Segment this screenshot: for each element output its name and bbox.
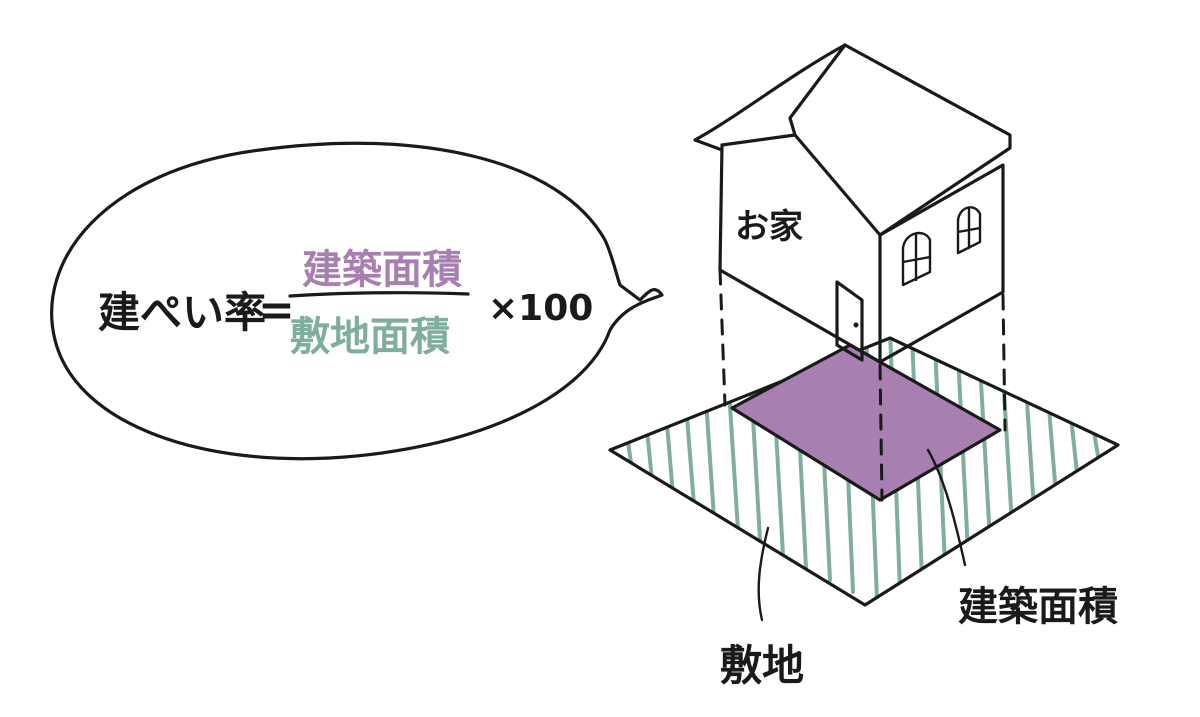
formula-lhs: 建ぺい率 <box>98 288 266 337</box>
building-footprint <box>730 343 1002 502</box>
formula-multiplier: ×100 <box>488 288 593 329</box>
site-leader-line <box>757 526 770 622</box>
house-door <box>835 280 864 362</box>
formula-equals: = <box>258 285 295 336</box>
projection-lines <box>718 268 1007 502</box>
fraction-bar <box>288 291 470 298</box>
site-label: 敷地 <box>720 641 804 690</box>
house-front-wall <box>718 143 882 364</box>
house: お家 <box>693 43 1012 364</box>
house-side-wall <box>878 163 1005 364</box>
house-window-left <box>901 231 932 287</box>
formula: 建ぺい率 = 建築面積 敷地面積 ×100 <box>98 247 593 360</box>
formula-numerator: 建築面積 <box>302 247 462 293</box>
building-area-callout: 建築面積 <box>926 448 1118 630</box>
building-area-fill <box>730 343 1002 502</box>
house-roof <box>693 43 1012 237</box>
door-knob <box>853 322 859 328</box>
building-area-label: 建築面積 <box>958 584 1118 630</box>
building-area-leader-line <box>926 448 967 567</box>
house-label: お家 <box>735 207 803 247</box>
house-window-right <box>956 206 982 255</box>
speech-bubble <box>50 141 664 461</box>
site-callout: 敷地 <box>720 526 804 690</box>
formula-denominator: 敷地面積 <box>290 314 450 360</box>
